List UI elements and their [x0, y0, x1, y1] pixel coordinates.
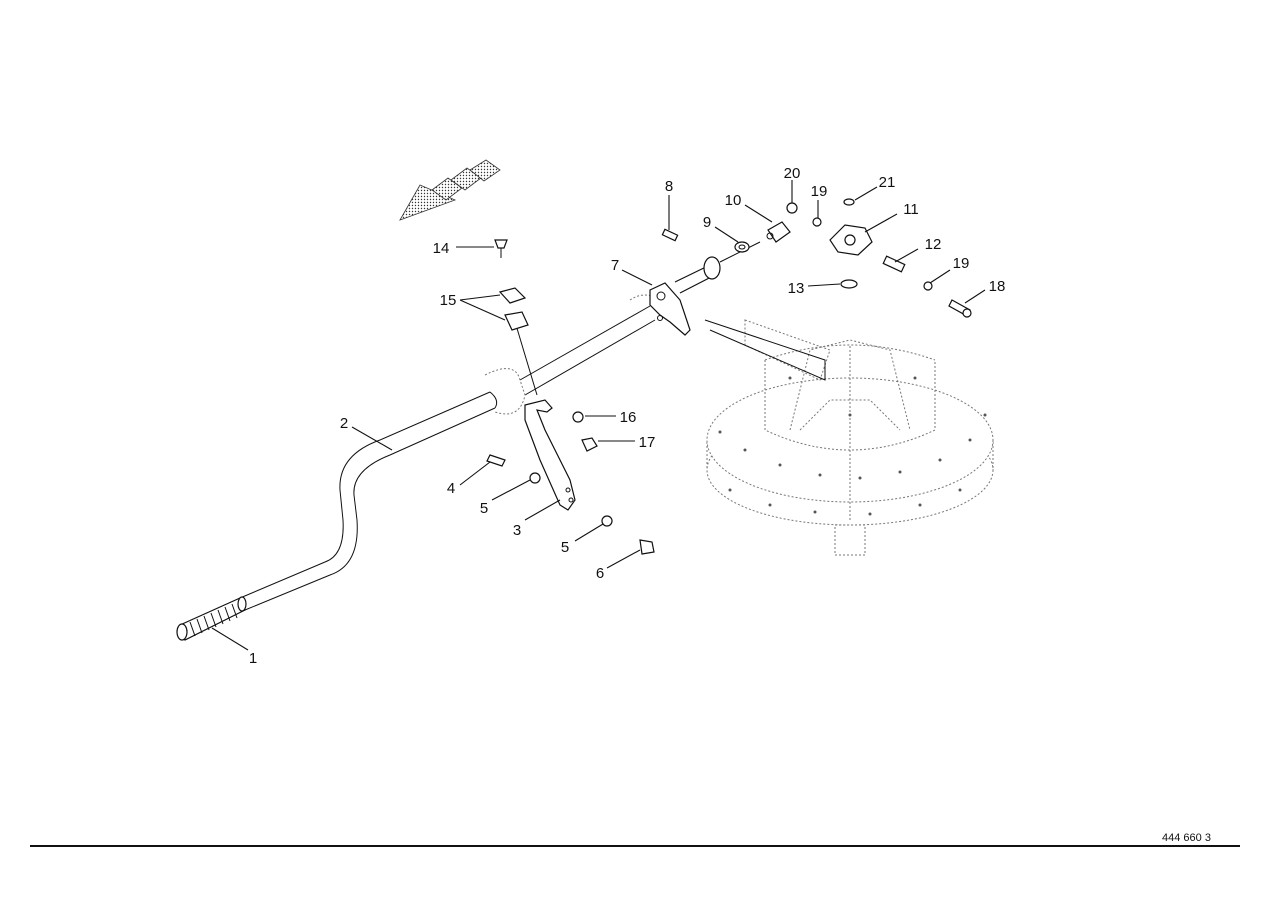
- drawing-number: 444 660 3: [1162, 832, 1211, 844]
- callout-14: 14: [433, 240, 450, 257]
- shaft-part-2: [239, 294, 826, 611]
- callout-4: 4: [447, 480, 455, 497]
- callout-8: 8: [665, 178, 673, 195]
- callout-19-a: 19: [811, 183, 828, 200]
- travel-direction-arrow-icon: [399, 159, 501, 221]
- callout-20: 20: [784, 165, 801, 182]
- callout-9: 9: [703, 214, 711, 231]
- callout-6: 6: [596, 565, 604, 582]
- small-parts: [486, 198, 972, 555]
- lever-part-7: [649, 282, 691, 336]
- callout-16: 16: [620, 409, 637, 426]
- callout-11: 11: [903, 201, 919, 218]
- callout-1: 1: [249, 650, 257, 667]
- callout-7: 7: [611, 257, 619, 274]
- leader-lines: [211, 180, 986, 651]
- callout-19-b: 19: [953, 255, 970, 272]
- callout-5-b: 5: [561, 539, 569, 556]
- callout-18: 18: [989, 278, 1006, 295]
- callout-12: 12: [925, 236, 942, 253]
- shaft-collar: [674, 241, 761, 294]
- callout-15: 15: [440, 292, 457, 309]
- callout-3: 3: [513, 522, 521, 539]
- callout-13: 13: [788, 280, 805, 297]
- callout-2: 2: [340, 415, 348, 432]
- callout-10: 10: [725, 192, 742, 209]
- bracket-part-3: [515, 324, 576, 511]
- footer-rule: [30, 845, 1240, 847]
- callout-17: 17: [639, 434, 656, 451]
- callout-21: 21: [879, 174, 896, 191]
- callout-labels: 1 2 3 4 5 5 6 7 8 9 10 11 12 13 14 15 16…: [249, 165, 1006, 667]
- callout-5-a: 5: [480, 500, 488, 517]
- drum-assembly-ghost: [706, 319, 994, 556]
- drum-holes: [718, 376, 987, 516]
- handle-grip-part-1: [176, 596, 247, 641]
